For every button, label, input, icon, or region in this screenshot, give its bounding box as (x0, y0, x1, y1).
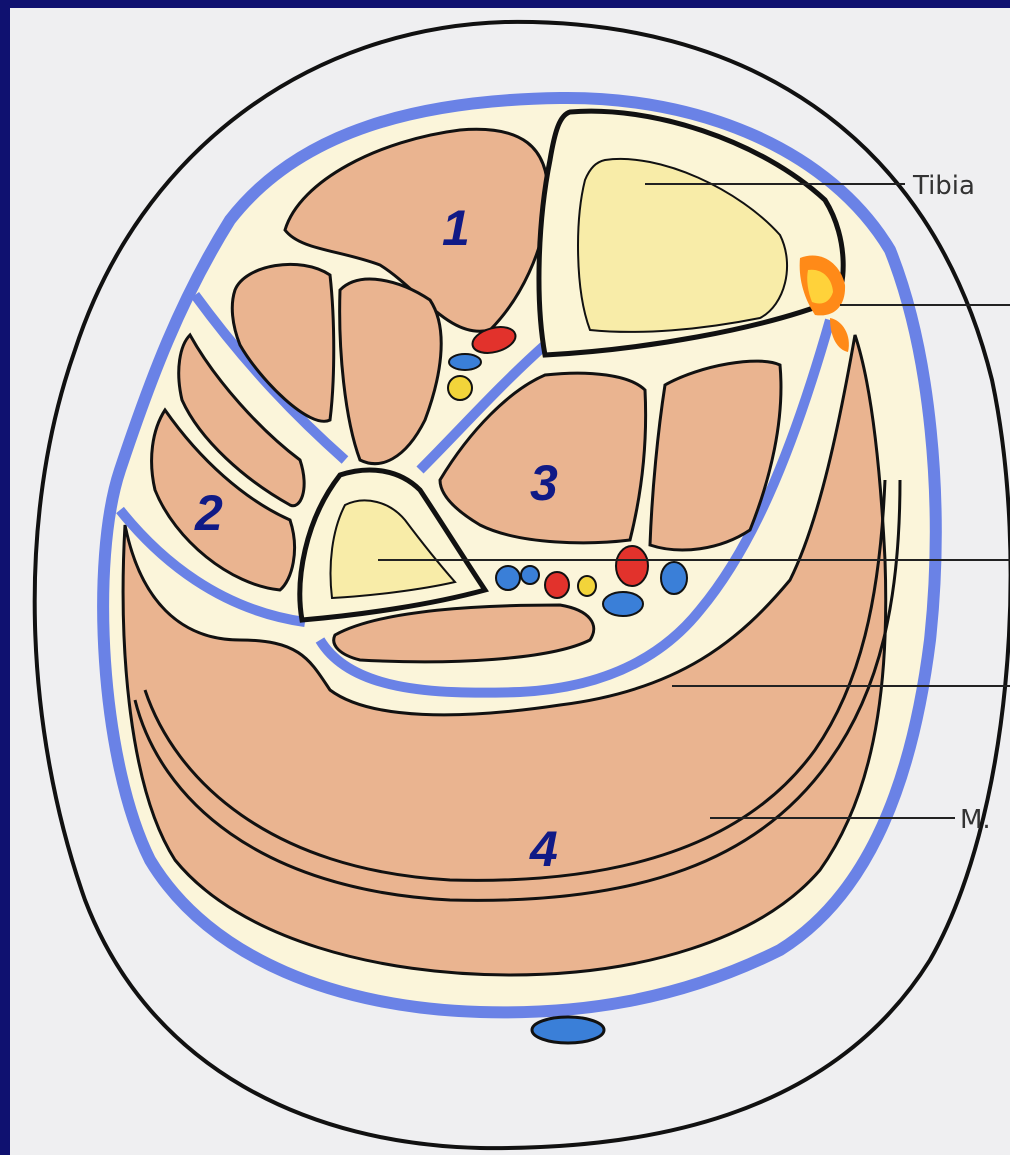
artery-posterior-1 (545, 572, 569, 598)
compartment-1-number: 1 (442, 200, 470, 256)
label-m: M. (960, 805, 991, 835)
compartment-3-number: 3 (530, 455, 558, 511)
vein-posterior-1 (496, 566, 520, 590)
vein-posterior-4 (661, 562, 687, 594)
vein-posterior-3 (603, 592, 643, 616)
artery-posterior-2 (616, 546, 648, 586)
compartment-4-number: 4 (529, 821, 558, 877)
label-tibia: Tibia (912, 171, 975, 201)
compartment-2-number: 2 (194, 485, 223, 541)
vein-anterior (449, 354, 481, 370)
vein-posterior-2 (521, 566, 539, 584)
superficial-vein (532, 1017, 604, 1043)
nerve-posterior (578, 576, 596, 596)
nerve-anterior (448, 376, 472, 400)
